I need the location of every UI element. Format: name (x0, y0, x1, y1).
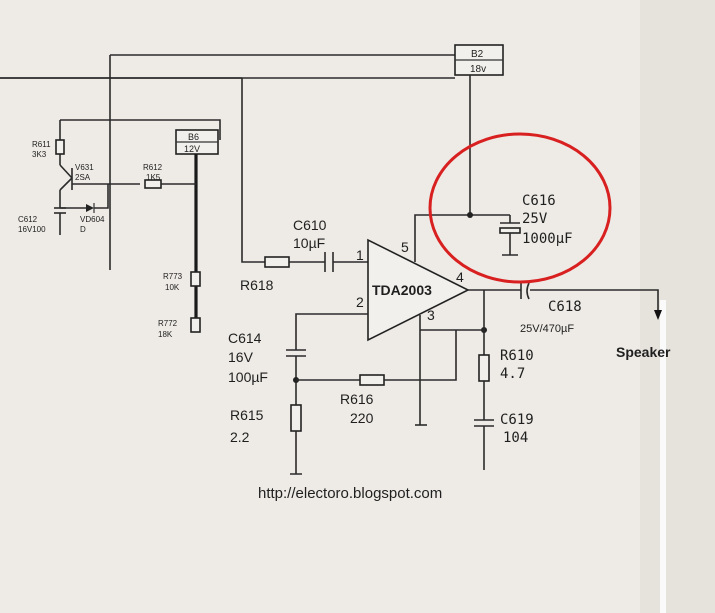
speaker-label: Speaker (616, 344, 671, 360)
c614-name: C614 (228, 330, 262, 346)
r615-value: 2.2 (230, 429, 250, 445)
c616-capacitor: C616 25V 1000µF (467, 193, 573, 256)
r773-resistor (190, 271, 201, 287)
top-wiring (0, 54, 455, 270)
r615-name: R615 (230, 407, 264, 423)
bias-network: R611 3K3 V631 2SA C612 16V100 VD604 D R6… (18, 139, 201, 339)
output-path: C618 25V/470µF Speaker (468, 282, 671, 360)
feedback-network: C614 16V 100µF R616 220 R615 2.2 (228, 313, 457, 475)
b6-name: B6 (188, 132, 199, 142)
r610-value: 4.7 (500, 366, 525, 382)
pin-4: 4 (456, 269, 464, 285)
b6-supply: B6 12V (175, 129, 219, 330)
watermark-url[interactable]: http://electoro.blogspot.com (258, 485, 442, 502)
pin-5: 5 (401, 239, 409, 255)
c610-name: C610 (293, 217, 327, 233)
c614-voltage: 16V (228, 349, 254, 365)
c619-name: C619 (500, 412, 534, 428)
speaker-arrow (654, 310, 662, 320)
r610-name: R610 (500, 348, 534, 364)
c618-value: 25V/470µF (520, 323, 574, 335)
v631-value: 2SA (75, 173, 91, 182)
pin-1: 1 (356, 247, 364, 263)
c618-name: C618 (548, 299, 582, 315)
ic-triangle (367, 238, 470, 342)
r612-name: R612 (143, 163, 163, 172)
c616-value: 1000µF (522, 231, 573, 247)
r611-value: 3K3 (32, 150, 47, 159)
r773-value: 10K (165, 283, 180, 292)
c610-value: 10µF (293, 235, 325, 251)
paper-crease (660, 300, 666, 613)
r612-value: 1K5 (146, 173, 161, 182)
c619-value: 104 (503, 430, 528, 446)
pin-2: 2 (356, 294, 364, 310)
pin-3: 3 (427, 307, 435, 323)
b6-voltage: 12V (184, 144, 200, 154)
input-path: R618 C610 10µF (240, 217, 370, 293)
c616-voltage: 25V (522, 211, 548, 227)
r618-name: R618 (240, 277, 274, 293)
r772-value: 18K (158, 330, 173, 339)
b2-voltage: 18v (470, 64, 486, 75)
ic-name: TDA2003 (372, 282, 432, 298)
b2-name: B2 (471, 49, 484, 60)
tda2003-amplifier: TDA2003 1 2 3 4 5 (356, 214, 510, 426)
r611-resistor (55, 139, 65, 155)
r616-name: R616 (340, 391, 374, 407)
c614-value: 100µF (228, 369, 268, 385)
zobel-network: R610 4.7 C619 104 (420, 290, 534, 470)
vd604-name: VD604 (80, 215, 105, 224)
r773-name: R773 (163, 272, 183, 281)
c616-name: C616 (522, 193, 556, 209)
vd604-value: D (80, 225, 86, 234)
r618-resistor (264, 256, 290, 268)
r772-name: R772 (158, 319, 178, 328)
paper-fold (640, 0, 715, 613)
r616-value: 220 (350, 410, 374, 426)
c612-value: 16V100 (18, 225, 46, 234)
v631-name: V631 (75, 163, 94, 172)
r772-resistor (190, 317, 201, 333)
c612-name: C612 (18, 215, 38, 224)
r611-name: R611 (32, 140, 51, 149)
c616-highlight-circle (428, 132, 612, 284)
b2-supply: B2 18v (454, 44, 504, 215)
vd604-diode (86, 204, 94, 212)
